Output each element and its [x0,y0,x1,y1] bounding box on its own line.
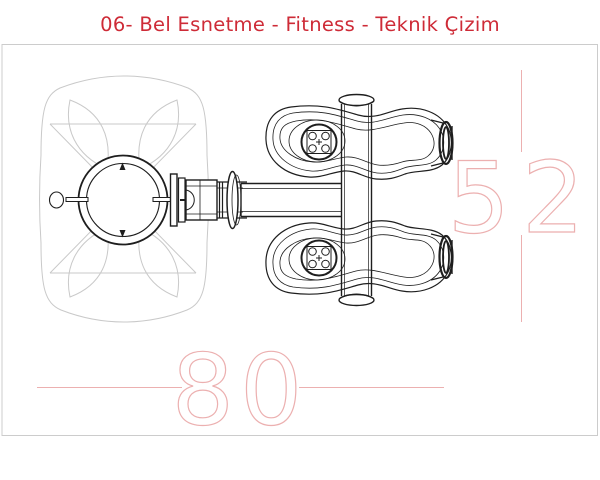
pedal-outer-outline [265,105,452,180]
platform-petal-top-left [67,99,109,170]
foot-pedal-upper [265,105,454,180]
rotor-top-tick [119,162,126,170]
page-title: 06- Bel Esnetme - Fitness - Teknik Çizim [100,13,500,36]
clamp-mechanism [169,170,342,230]
platform-petal-top-right [138,99,180,170]
toe-knob [430,119,454,167]
pedal-inner-outline [279,119,435,166]
pedal-clamp-plate [300,123,338,161]
pedal-bolt-hole [308,131,317,141]
clamp-housing-arc [185,189,195,211]
left-pin [65,197,89,202]
pedal-clamp-square [306,130,332,154]
pedal-clamp-circle [300,123,338,161]
center-post [338,93,375,307]
pedal-bolt-hole [308,144,317,153]
clamp-housing-lines [186,180,217,220]
pedal-mid-outline [272,111,445,174]
dimension-annotations: 52 80 [37,70,597,449]
machine-assembly [48,93,454,307]
foot-pedal-lower [264,219,454,296]
anchor-hole [48,191,65,209]
pedal-bolt-hole [321,131,330,141]
arm-tube [240,182,342,218]
drawing-border [1,44,598,436]
toe-knob-inner [442,126,450,160]
flange-ellipse [226,170,239,230]
post-bottom-collar [338,293,375,300]
pedal-bolt-hole [321,144,330,153]
toe-knob-links [430,119,444,167]
platform-outer-shape [39,75,209,323]
dim-height-label: 52 [448,142,597,256]
post-inner-walls [344,104,369,296]
rotor-disc [48,154,176,246]
rotor-bottom-tick [119,230,126,238]
arm-tube-inner [241,188,342,212]
post-top-collar [338,100,375,107]
pedal-clamp-cross [316,139,322,145]
post-walls [340,104,373,296]
dim-width-label: 80 [172,334,309,448]
clamp-housing [185,179,218,221]
clamp-plate-1 [169,173,178,227]
pedal-heel-ring [288,119,346,163]
